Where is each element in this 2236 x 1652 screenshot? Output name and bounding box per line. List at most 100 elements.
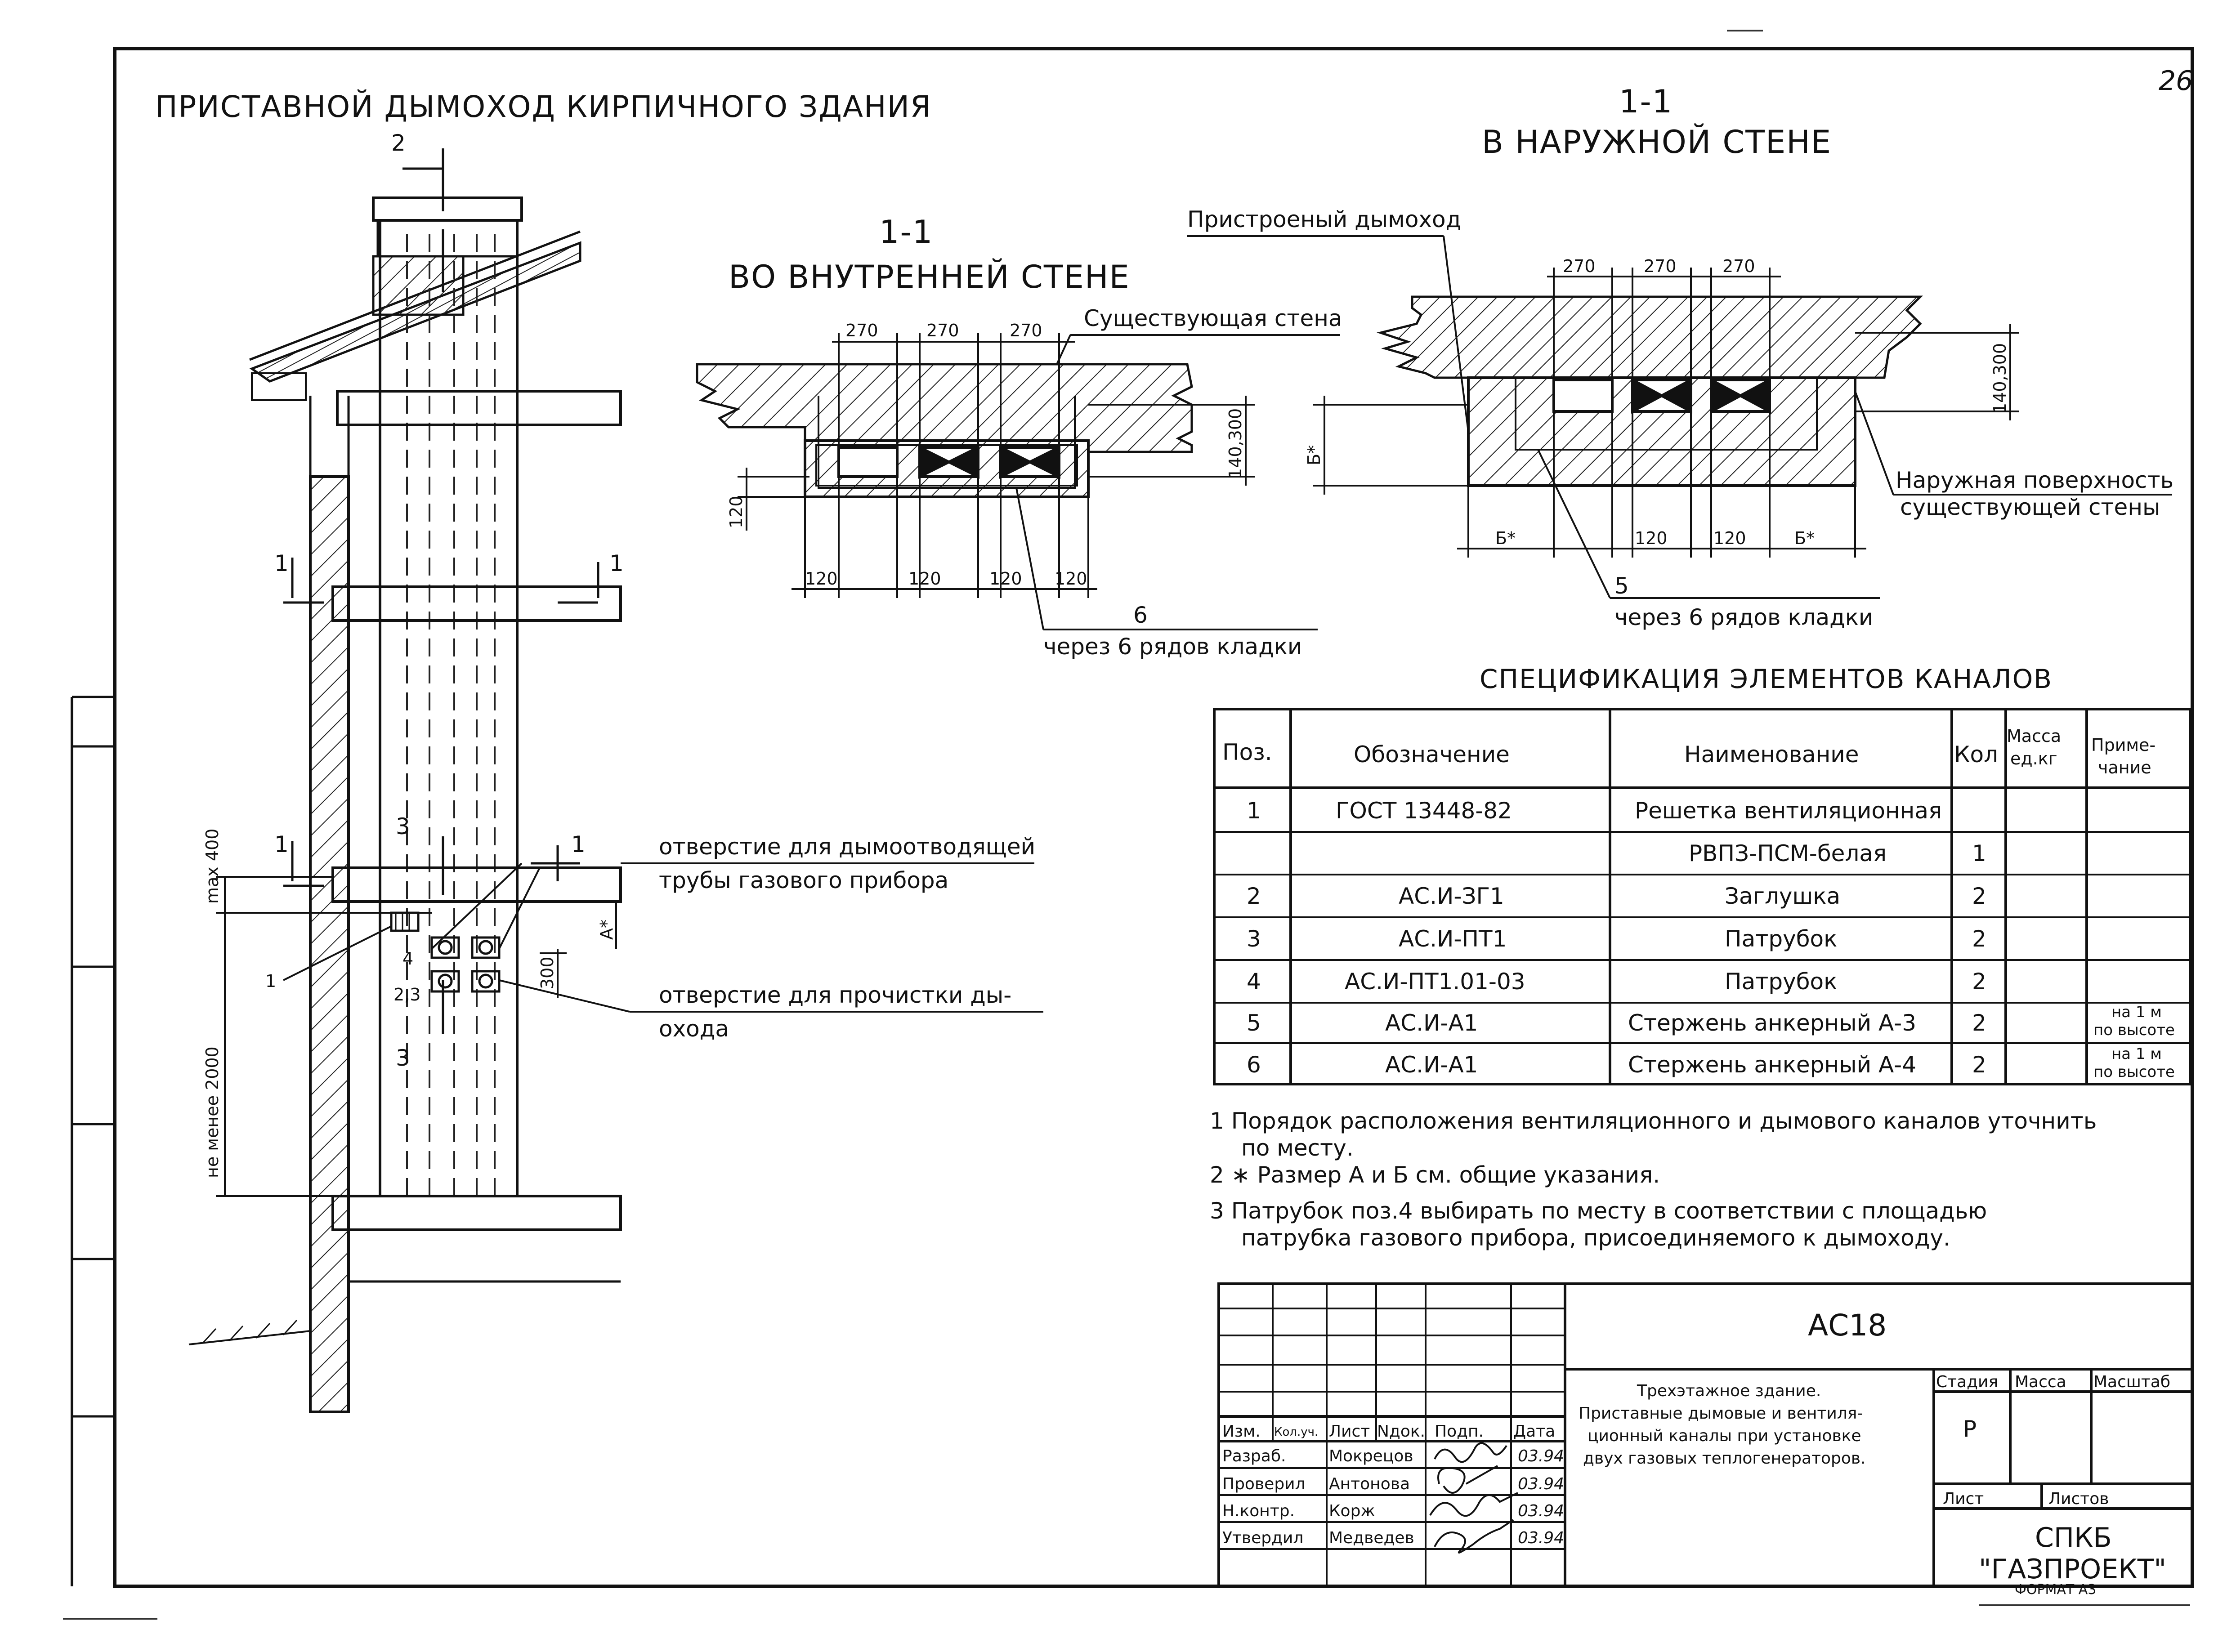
inner-dim-bot-4: 120	[1055, 569, 1087, 589]
stamp-col-ndok: Nдок.	[1377, 1422, 1425, 1441]
spec-cell-designation: ГОСТ 13448-82	[1336, 798, 1512, 824]
callout-clean-line2: охода	[659, 1016, 729, 1042]
inner-pos-label: 6	[1133, 602, 1148, 628]
stamp-date: 03.94	[1518, 1502, 1564, 1520]
sheet-frame	[63, 30, 2194, 1620]
ground-line	[188, 1330, 311, 1345]
spec-header-row: Поз. Обозначение Наименование Кол Масса …	[1222, 726, 2156, 777]
table-row: 6 АС.И-А1 Стержень анкерный А-4 2 на 1 м…	[1247, 1045, 2175, 1081]
spec-cell-qty: 2	[1972, 969, 1986, 995]
stamp-col-podp: Подп.	[1435, 1422, 1484, 1441]
stamp-desc-4: двух газовых теплогенераторов.	[1583, 1449, 1866, 1468]
spec-cell-note: по высоте	[2093, 1063, 2175, 1081]
callout-clean-line1: отверстие для прочистки ды-	[659, 982, 1011, 1008]
inner-dim-bot-3: 120	[989, 569, 1022, 589]
spec-cell-note: по высоте	[2093, 1021, 2175, 1039]
section-inner-title: ВО ВНУТРЕННЕЙ СТЕНЕ	[729, 259, 1130, 295]
chimney-flashing	[372, 255, 465, 316]
table-row: 1 ГОСТ 13448-82 Решетка вентиляционная	[1247, 798, 1942, 824]
section-1-right: 1	[609, 550, 624, 576]
stamp-person: Корж	[1329, 1502, 1375, 1520]
note-2: 2 ∗ Размер А и Б см. общие указания.	[1210, 1162, 1660, 1188]
table-row: РВПЗ-ПСМ-белая 1	[1689, 840, 1986, 866]
title-block: Изм. Кол.уч. Лист Nдок. Подп. Дата Разра…	[1217, 1282, 2194, 1588]
floor-slab-lower	[331, 866, 622, 903]
section-1-low-left: 1	[274, 831, 289, 857]
stamp-code: АС18	[1808, 1308, 1887, 1343]
inner-dim-top-1: 270	[845, 321, 878, 340]
stamp-role: Разраб.	[1222, 1447, 1286, 1465]
spec-header-pos: Поз.	[1222, 739, 1272, 765]
spec-cell-pos: 3	[1247, 926, 1261, 952]
spec-cell-designation: АС.И-ЗГ1	[1399, 883, 1504, 909]
general-notes: 1 Порядок расположения вентиляционного и…	[1210, 1108, 2097, 1251]
dim-a: А*	[597, 920, 617, 940]
spec-cell-designation: АС.И-А1	[1385, 1052, 1478, 1078]
inner-dim-top-2: 270	[926, 321, 959, 340]
section-outer-title: В НАРУЖНОЙ СТЕНЕ	[1482, 124, 1832, 161]
section-outer-wall: 1-1 В НАРУЖНОЙ СТЕНЕ Пристроеный дымоход…	[1187, 83, 2173, 630]
brick-wall	[309, 475, 350, 1413]
stamp-row: Утвердил Медведев 03.94	[1222, 1529, 1564, 1547]
outer-dim-top-3: 270	[1722, 256, 1755, 276]
spec-cell-pos: 1	[1247, 798, 1261, 824]
outer-surface-line1: Наружная поверхность	[1896, 467, 2173, 493]
stamp-sheets-label: Листов	[2048, 1490, 2109, 1508]
section-outer-number: 1-1	[1619, 83, 1673, 120]
table-row: 5 АС.И-А1 Стержень анкерный А-3 2 на 1 м…	[1247, 1003, 2175, 1039]
stamp-mass-label: Масса	[2015, 1373, 2066, 1391]
stamp-row: Н.контр. Корж 03.94	[1222, 1502, 1564, 1520]
stamp-col-list: Лист	[1329, 1422, 1370, 1441]
section-1-left: 1	[274, 550, 289, 576]
existing-wall-label: Существующая стена	[1084, 305, 1342, 331]
spec-cell-pos: 5	[1247, 1010, 1261, 1036]
floor-slab-upper	[331, 585, 622, 622]
spec-cell-name: Стержень анкерный А-3	[1628, 1010, 1916, 1036]
flue-channels	[406, 234, 496, 1196]
section-2-label: 2	[391, 130, 406, 156]
note-1-cont: по месту.	[1241, 1135, 1354, 1161]
chimney-label: Пристроеный дымоход	[1187, 206, 1461, 232]
spec-cell-pos: 6	[1247, 1052, 1261, 1078]
stamp-role: Проверил	[1222, 1475, 1306, 1493]
spec-header-mass-1: Масса	[2007, 726, 2061, 746]
stamp-person: Мокрецов	[1329, 1447, 1413, 1465]
section-3-top: 3	[396, 813, 410, 839]
dim-max-400: max 400	[202, 829, 222, 904]
spec-cell-pos: 4	[1247, 969, 1261, 995]
outer-dim-bot-4: Б*	[1794, 528, 1815, 548]
stamp-scale-label: Масштаб	[2093, 1373, 2170, 1391]
stamp-role: Утвердил	[1222, 1529, 1303, 1547]
table-row: 3 АС.И-ПТ1 Патрубок 2	[1247, 926, 1986, 952]
table-row: 2 АС.И-ЗГ1 Заглушка 2	[1247, 883, 1986, 909]
spec-cell-qty: 2	[1972, 1052, 1986, 1078]
dim-300: 300	[537, 956, 557, 989]
note-3-cont: патрубка газового прибора, присоединяемо…	[1241, 1225, 1950, 1251]
spec-cell-name: Решетка вентиляционная	[1635, 798, 1942, 824]
chimney-elevation: 2 1 1 1 1 3 3 max 400 не менее 2000 300 …	[188, 130, 1043, 1413]
existing-wall	[696, 363, 1193, 453]
stamp-date: 03.94	[1518, 1475, 1564, 1493]
spec-cell-note: на 1 м	[2111, 1003, 2162, 1021]
stamp-person: Антонова	[1329, 1475, 1410, 1493]
stamp-row: Проверил Антонова 03.94	[1222, 1475, 1564, 1493]
dim-min-2000: не менее 2000	[202, 1046, 222, 1178]
pos-1-label: 1	[265, 971, 276, 991]
section-inner-number: 1-1	[879, 214, 933, 250]
spec-cell-qty: 2	[1972, 1010, 1986, 1036]
spec-cell-qty: 1	[1972, 840, 1986, 866]
spec-header-note-1: Приме-	[2091, 735, 2156, 755]
outer-dim-top-1: 270	[1563, 256, 1596, 276]
stamp-col-izm: Изм.	[1222, 1422, 1261, 1441]
stamp-col-date: Дата	[1513, 1422, 1555, 1441]
smoke-openings	[430, 936, 501, 959]
stamp-sheet-label: Лист	[1943, 1490, 1984, 1508]
page-number: 26	[2159, 65, 2193, 97]
stamp-org-2: "ГАЗПРОЕКТ"	[1979, 1554, 2166, 1585]
stamp-date: 03.94	[1518, 1529, 1564, 1547]
specification-table: СПЕЦИФИКАЦИЯ ЭЛЕМЕНТОВ КАНАЛОВ Поз. Обоз…	[1213, 664, 2191, 1085]
inner-dim-right: 140,300	[1225, 408, 1245, 479]
stamp-role: Н.контр.	[1222, 1502, 1295, 1520]
chimney-cap	[372, 196, 523, 222]
